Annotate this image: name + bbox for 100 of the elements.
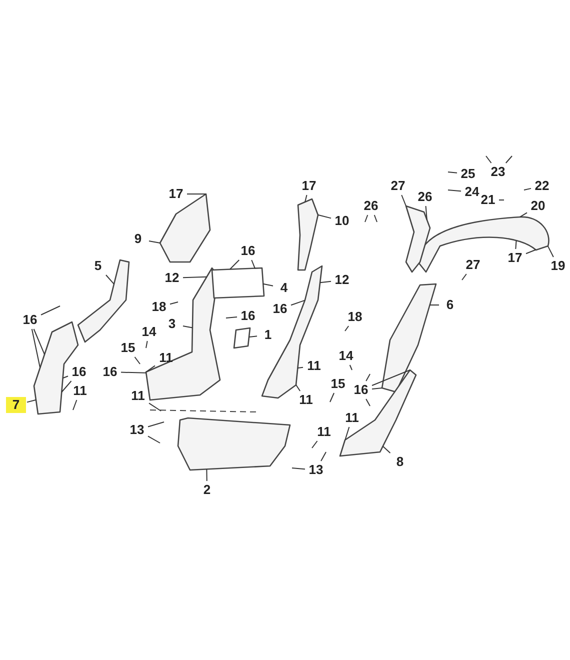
leader-line xyxy=(320,280,332,284)
leader-line xyxy=(206,468,208,482)
callout-number: 8 xyxy=(390,454,410,470)
callout-number: 11 xyxy=(304,358,324,374)
leader-line xyxy=(366,398,370,406)
callout-number: 11 xyxy=(70,383,90,399)
leader-line xyxy=(105,274,114,285)
callout-number: 16 xyxy=(100,364,120,380)
leader-line xyxy=(515,240,517,250)
rear-fender-drawing xyxy=(417,216,550,273)
callout-number: 20 xyxy=(528,198,548,214)
leader-line xyxy=(425,206,428,220)
callout-number: 26 xyxy=(415,189,435,205)
callout-number: 9 xyxy=(128,231,148,247)
leader-line xyxy=(297,366,304,369)
callout-number: 16 xyxy=(238,243,258,259)
leader-line xyxy=(462,274,467,280)
callout-number: 27 xyxy=(388,178,408,194)
callout-number: 25 xyxy=(458,166,478,182)
leader-line xyxy=(182,276,208,278)
leader-line xyxy=(26,399,36,403)
callout-number: 16 xyxy=(69,364,89,380)
leader-line xyxy=(364,214,368,222)
leader-line xyxy=(547,246,554,258)
leader-line xyxy=(31,328,41,368)
leader-line xyxy=(170,302,178,305)
leader-line xyxy=(62,376,68,379)
side-panel-drawing xyxy=(297,198,319,271)
leader-line xyxy=(248,336,258,338)
callout-number: 23 xyxy=(488,164,508,180)
leader-line xyxy=(312,440,318,448)
callout-number: 11 xyxy=(296,392,316,408)
leader-line xyxy=(148,436,160,444)
leader-line xyxy=(524,188,532,190)
leader-line xyxy=(349,364,352,370)
leader-line xyxy=(182,326,193,328)
leader-line xyxy=(401,194,406,206)
leader-line xyxy=(317,214,332,219)
leader-line xyxy=(429,304,440,306)
callout-number: 17 xyxy=(505,250,525,266)
callout-number: 19 xyxy=(548,258,568,274)
small-plate-drawing xyxy=(233,327,251,349)
callout-number: 16 xyxy=(238,308,258,324)
leader-line xyxy=(505,156,512,164)
leader-line xyxy=(262,283,274,286)
leader-line xyxy=(374,214,378,222)
leader-line xyxy=(229,260,240,270)
leader-line xyxy=(72,400,78,410)
under-cover-drawing xyxy=(177,417,291,471)
callout-number: 11 xyxy=(128,388,148,404)
leader-line xyxy=(61,380,72,393)
callout-number: 14 xyxy=(336,348,356,364)
leader-line xyxy=(296,384,301,392)
leader-line xyxy=(146,340,148,348)
callout-number: 14 xyxy=(139,324,159,340)
leader-line xyxy=(344,426,350,440)
callout-number: 16 xyxy=(351,382,371,398)
leader-line xyxy=(251,260,256,269)
callout-number: 17 xyxy=(166,186,186,202)
side-panel-drawing xyxy=(77,259,130,343)
leader-line xyxy=(33,328,46,355)
leader-line xyxy=(148,422,164,428)
callout-number: 26 xyxy=(361,198,381,214)
leader-line xyxy=(519,212,528,218)
leader-line xyxy=(526,249,536,254)
leader-line xyxy=(330,392,334,402)
callout-number: 12 xyxy=(332,272,352,288)
leader-line xyxy=(146,365,156,372)
callout-number: 11 xyxy=(314,424,334,440)
side-panel-drawing xyxy=(381,283,437,393)
leader-line xyxy=(148,240,160,244)
leader-line xyxy=(366,374,370,382)
leader-line xyxy=(448,190,462,192)
storage-box-drawing xyxy=(211,267,265,299)
leader-line xyxy=(40,306,60,316)
callout-number: 18 xyxy=(149,299,169,315)
leader-line xyxy=(290,300,306,306)
leader-line xyxy=(292,468,306,470)
callout-number: 16 xyxy=(270,301,290,317)
callout-number: 4 xyxy=(274,280,294,296)
callout-number: 5 xyxy=(88,258,108,274)
leader-line xyxy=(304,194,308,202)
callout-number: 1 xyxy=(258,327,278,343)
callout-number: 12 xyxy=(162,270,182,286)
callout-number: 11 xyxy=(342,410,362,426)
leader-line xyxy=(186,194,206,195)
leader-line xyxy=(344,326,350,332)
leader-line xyxy=(148,402,162,412)
callout-number: 11 xyxy=(156,350,176,366)
callout-number: 3 xyxy=(162,316,182,332)
callout-number: 15 xyxy=(328,376,348,392)
leader-line xyxy=(486,156,492,164)
leader-line xyxy=(120,372,147,374)
callout-number: 2 xyxy=(197,482,217,498)
callout-number: 27 xyxy=(463,257,483,273)
leader-line xyxy=(372,388,382,390)
callout-number: 22 xyxy=(532,178,552,194)
leader-line xyxy=(382,446,391,454)
callout-number: 13 xyxy=(306,462,326,478)
leader-line xyxy=(448,172,458,174)
